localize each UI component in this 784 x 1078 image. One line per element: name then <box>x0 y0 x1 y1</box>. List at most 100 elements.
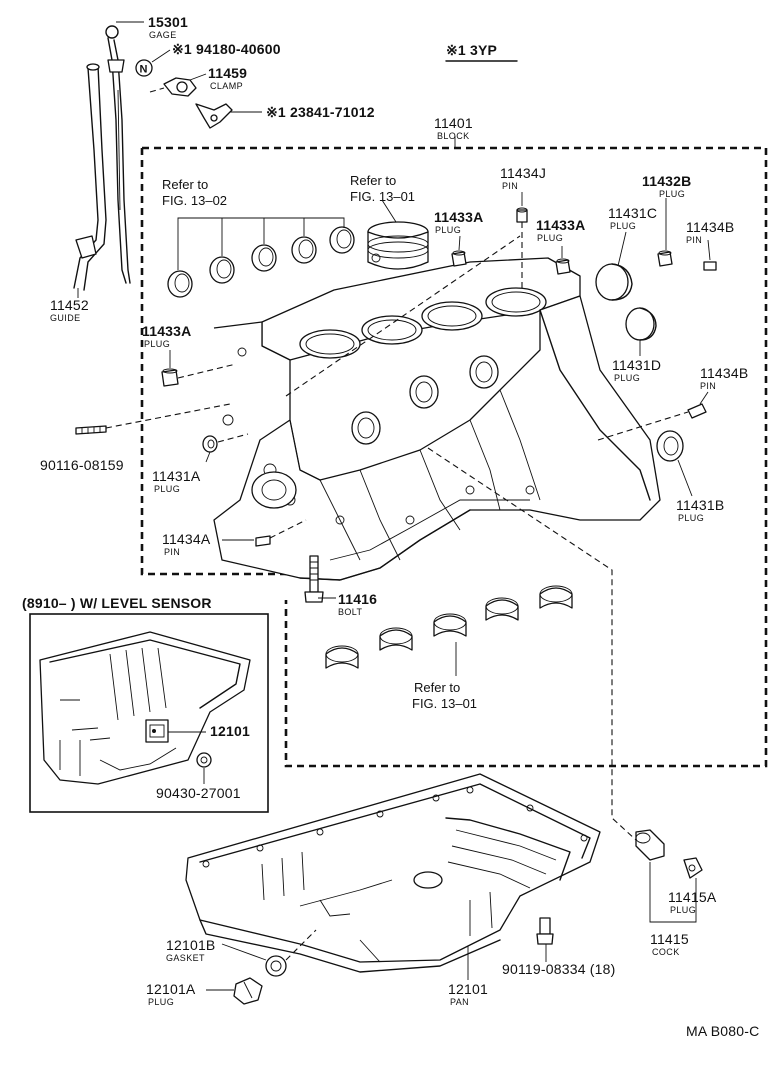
name-12101b: GASKET <box>166 953 205 963</box>
name-11431c: PLUG <box>610 221 636 231</box>
dash-center <box>285 235 521 397</box>
name-11434b-2: PIN <box>700 381 716 391</box>
label-15301: 15301 <box>148 14 188 30</box>
level-sensor-inset-box <box>29 613 269 813</box>
name-11401: BLOCK <box>437 131 470 141</box>
name-11433a-1: PLUG <box>435 225 461 235</box>
svg-text:N: N <box>140 64 148 76</box>
ref-13-01-bottom-line1: Refer to <box>414 680 460 695</box>
clamp-icon <box>149 77 197 97</box>
dash-11433a-left <box>177 363 237 379</box>
label-11401: 11401 <box>434 115 473 131</box>
label-11431b: 11431B <box>676 497 724 513</box>
name-11431b: PLUG <box>678 513 704 523</box>
level-sensor-icon <box>145 719 169 743</box>
label-11433a-2: 11433A <box>536 217 585 233</box>
ref-13-02-line1: Refer to <box>162 177 208 192</box>
stud-90116 <box>75 425 107 435</box>
label-11434b-2: 11434B <box>700 365 748 381</box>
block-boundary-left <box>140 148 290 576</box>
cylinder-block <box>213 257 661 581</box>
leader-11434b-2 <box>699 391 709 405</box>
label-11433a-1: 11433A <box>434 209 483 225</box>
inset-title: (8910– ) W/ LEVEL SENSOR <box>22 595 212 611</box>
label-11433a-3: 11433A <box>142 323 191 339</box>
ref-13-01-top-line1: Refer to <box>350 173 396 188</box>
upper-main-bearing-shells <box>167 226 355 298</box>
label-11431a: 11431A <box>152 468 201 484</box>
dipstick-gage <box>105 25 131 284</box>
name-11433a-3: PLUG <box>144 339 170 349</box>
label-90116: 90116-08159 <box>40 457 124 473</box>
plug-11433a-left <box>161 368 179 387</box>
leader-11431a <box>205 451 211 463</box>
drain-plug-11415a <box>683 857 703 879</box>
variant-note: ※1 3YP <box>446 42 497 58</box>
label-11452: 11452 <box>50 297 89 313</box>
gasket-12101b <box>265 955 287 977</box>
leader-12101b <box>221 943 267 961</box>
cup-plug-11431d <box>625 307 657 341</box>
bolt-90119 <box>536 917 554 945</box>
pin-11434b-lower <box>687 403 707 419</box>
name-11434j: PIN <box>502 181 518 191</box>
dash-12101b <box>285 929 317 961</box>
leader-11433a-1 <box>458 235 461 251</box>
lower-main-bearing-shells <box>325 585 573 669</box>
label-90430: 90430-27001 <box>156 785 241 801</box>
name-15301: GAGE <box>149 30 177 40</box>
plug-11433a-top-left <box>451 250 467 267</box>
name-12101a: PLUG <box>148 997 174 1007</box>
label-23841: ※1 23841-71012 <box>266 104 375 120</box>
name-11433a-2: PLUG <box>537 233 563 243</box>
oil-pan-12101 <box>185 773 601 973</box>
name-11432b: PLUG <box>659 189 685 199</box>
name-11459: CLAMP <box>210 81 243 91</box>
name-11452: GUIDE <box>50 313 81 323</box>
label-11459: 11459 <box>208 65 247 81</box>
dash-drain-line <box>427 447 637 841</box>
block-boundary-right <box>142 146 768 768</box>
label-12101a: 12101A <box>146 981 196 997</box>
label-12101-inset: 12101 <box>210 723 250 739</box>
name-11431a: PLUG <box>154 484 180 494</box>
name-11434a: PIN <box>164 547 180 557</box>
piston-icon <box>367 221 429 270</box>
bolt-11416 <box>304 555 324 603</box>
pin-11434b-upper <box>703 261 717 271</box>
label-90119: 90119-08334 (18) <box>502 961 615 977</box>
dash-90116 <box>105 403 231 429</box>
leader-ref-13-01-top <box>381 199 397 223</box>
leader-11434b-1 <box>707 239 711 261</box>
label-11431c: 11431C <box>608 205 657 221</box>
label-94180: ※1 94180-40600 <box>172 41 281 57</box>
name-11415a: PLUG <box>670 905 696 915</box>
label-12101b: 12101B <box>166 937 215 953</box>
ref-13-02-line2: FIG. 13–02 <box>162 193 227 208</box>
label-11415a: 11415A <box>668 889 717 905</box>
dash-11434b <box>597 411 689 441</box>
plug-11432b <box>657 250 673 267</box>
dash-11431a <box>217 433 249 443</box>
label-12101-pan: 12101 <box>448 981 488 997</box>
label-11416: 11416 <box>338 591 377 607</box>
name-12101-pan: PAN <box>450 997 469 1007</box>
label-11434b-1: 11434B <box>686 219 734 235</box>
inset-gasket-90430 <box>196 752 212 768</box>
name-11415: COCK <box>652 947 680 957</box>
leader-11431b <box>677 459 693 497</box>
bracket-icon <box>195 103 233 129</box>
cup-plug-11431b <box>656 430 684 462</box>
leader-94180 <box>151 49 171 63</box>
name-11431d: PLUG <box>614 373 640 383</box>
ref-13-01-bottom-line2: FIG. 13–01 <box>412 696 477 711</box>
label-11434a: 11434A <box>162 531 211 547</box>
label-11434j: 11434J <box>500 165 546 181</box>
pin-11434j <box>516 207 528 223</box>
plug-12101a <box>233 977 263 1005</box>
leader-11459 <box>189 73 207 81</box>
label-11415: 11415 <box>650 931 689 947</box>
cup-plug-11431c <box>595 263 633 301</box>
